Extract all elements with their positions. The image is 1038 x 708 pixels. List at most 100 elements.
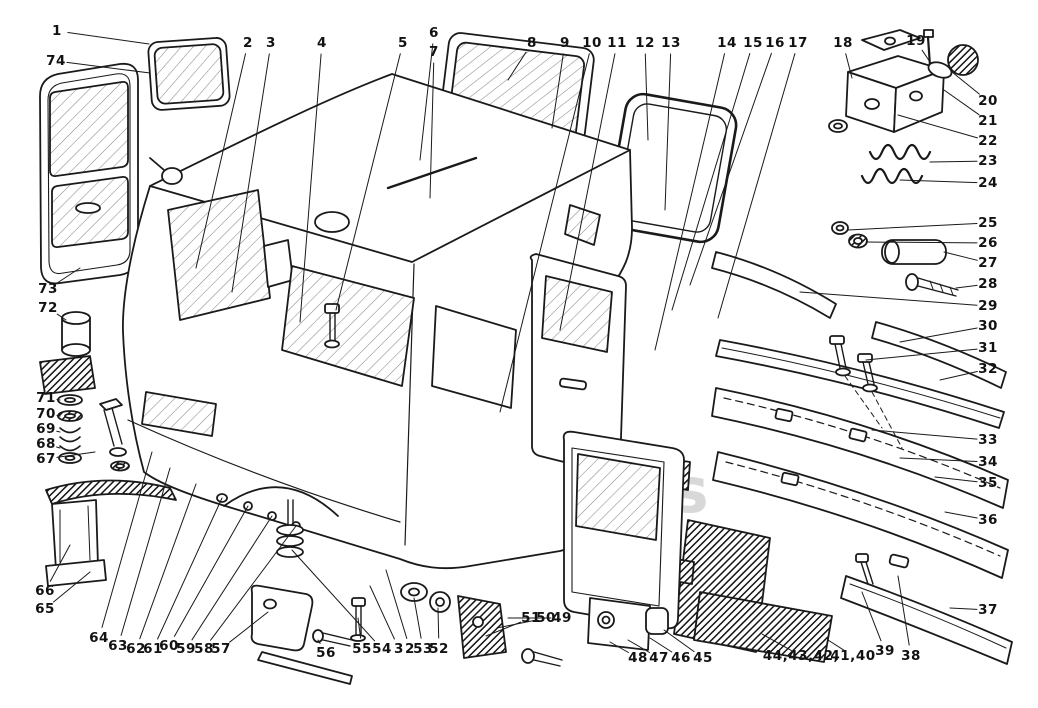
drip-rail-strip	[711, 251, 837, 319]
right-door-panel	[562, 430, 685, 630]
leader-line	[664, 53, 672, 211]
part-number-label: 52	[429, 641, 449, 657]
leader-lines	[49, 32, 980, 653]
leader-line	[761, 633, 792, 652]
leader-line	[429, 62, 435, 199]
part-number-label: 2	[405, 641, 415, 657]
leader-line	[943, 251, 978, 261]
part-number-label: 4	[317, 35, 327, 51]
part-number-label: 66	[35, 583, 55, 599]
leader-line	[871, 429, 978, 440]
part-number-label: 21	[978, 113, 998, 129]
part-number-label: 64	[89, 630, 109, 646]
cab-mount-parts	[39, 311, 177, 587]
leader-line	[654, 53, 725, 351]
part-number-label: 30	[978, 318, 998, 334]
part-number-label: 57	[211, 641, 231, 657]
part-number-label: 74	[46, 53, 66, 69]
leader-line	[899, 179, 978, 184]
leader-line	[644, 53, 649, 141]
part-number-label: 12	[635, 35, 655, 51]
leader-line	[413, 597, 422, 639]
leader-line	[865, 241, 978, 244]
leader-line	[335, 53, 401, 311]
part-number-label: 70	[36, 406, 56, 422]
leader-line	[291, 549, 376, 642]
left-door-assembly	[39, 62, 139, 285]
part-number-label: 71	[36, 390, 56, 406]
leader-line	[385, 569, 408, 639]
leader-line	[897, 114, 978, 139]
part-number-label: 3	[266, 35, 276, 51]
part-number-label: 65	[35, 601, 55, 617]
leader-line	[231, 53, 270, 293]
leader-line	[944, 511, 978, 519]
part-number-label: 47	[649, 650, 669, 666]
part-number-label: 18	[833, 35, 853, 51]
leader-line	[671, 53, 751, 311]
leader-line	[717, 53, 796, 319]
part-number-label: 13	[661, 35, 681, 51]
leader-line	[496, 619, 536, 629]
leader-line	[499, 53, 590, 413]
part-number-label: 44,43,42,	[762, 648, 840, 664]
leader-line	[195, 53, 246, 269]
sill-trim-strips	[711, 321, 1013, 665]
part-number-label: 53	[413, 641, 433, 657]
part-number-label: 25	[978, 215, 998, 231]
leader-line	[865, 348, 978, 361]
part-number-label: 56	[316, 645, 336, 661]
leader-line	[847, 223, 978, 231]
leader-line	[67, 32, 150, 45]
part-number-label: 63	[108, 638, 128, 654]
leader-line	[56, 446, 61, 449]
part-number-label: 23	[978, 153, 998, 169]
leader-line	[120, 467, 171, 636]
leader-line	[299, 53, 322, 323]
leader-line	[943, 89, 980, 116]
part-number-label: 62	[126, 641, 146, 657]
leader-line	[649, 637, 673, 653]
leader-line	[507, 51, 527, 81]
part-number-label: 61	[143, 641, 163, 657]
part-number-label: 37	[978, 602, 998, 618]
part-number-label: 60	[159, 638, 179, 654]
leader-line	[899, 457, 978, 462]
part-number-label: 73	[38, 281, 58, 297]
bolt-icon	[324, 303, 340, 349]
part-number-label: 6	[429, 25, 439, 41]
part-number-label: 7	[429, 44, 439, 60]
leader-line	[845, 53, 853, 79]
part-number-label: 67	[36, 451, 56, 467]
part-number-label: 34	[978, 454, 998, 470]
leader-line	[955, 284, 978, 289]
part-number-label: 3	[394, 641, 404, 657]
leader-line	[210, 525, 297, 641]
part-number-label: 5	[398, 35, 408, 51]
part-number-label: 32	[978, 361, 998, 377]
part-number-label: 9	[560, 35, 570, 51]
bolt-icon	[350, 597, 366, 642]
bolt-icon	[829, 335, 883, 429]
door-lock-assembly	[521, 597, 669, 667]
leader-line	[921, 49, 931, 63]
leader-line	[929, 160, 978, 163]
part-number-label: 2	[243, 35, 253, 51]
leader-line	[861, 591, 882, 642]
leader-line	[56, 430, 61, 433]
part-number-label: 58	[194, 641, 214, 657]
leader-line	[56, 267, 81, 284]
part-number-label: 39	[875, 643, 895, 659]
part-number-label: 24	[978, 175, 998, 191]
part-number-label: 1	[52, 23, 62, 39]
part-number-label: 55	[352, 641, 372, 657]
part-number-label: 14	[717, 35, 737, 51]
leader-line	[437, 607, 440, 639]
cab-body	[122, 73, 633, 570]
leader-line	[609, 641, 629, 653]
part-number-label: 29	[978, 298, 998, 314]
part-number-label: 26	[978, 235, 998, 251]
leader-line	[827, 639, 845, 651]
